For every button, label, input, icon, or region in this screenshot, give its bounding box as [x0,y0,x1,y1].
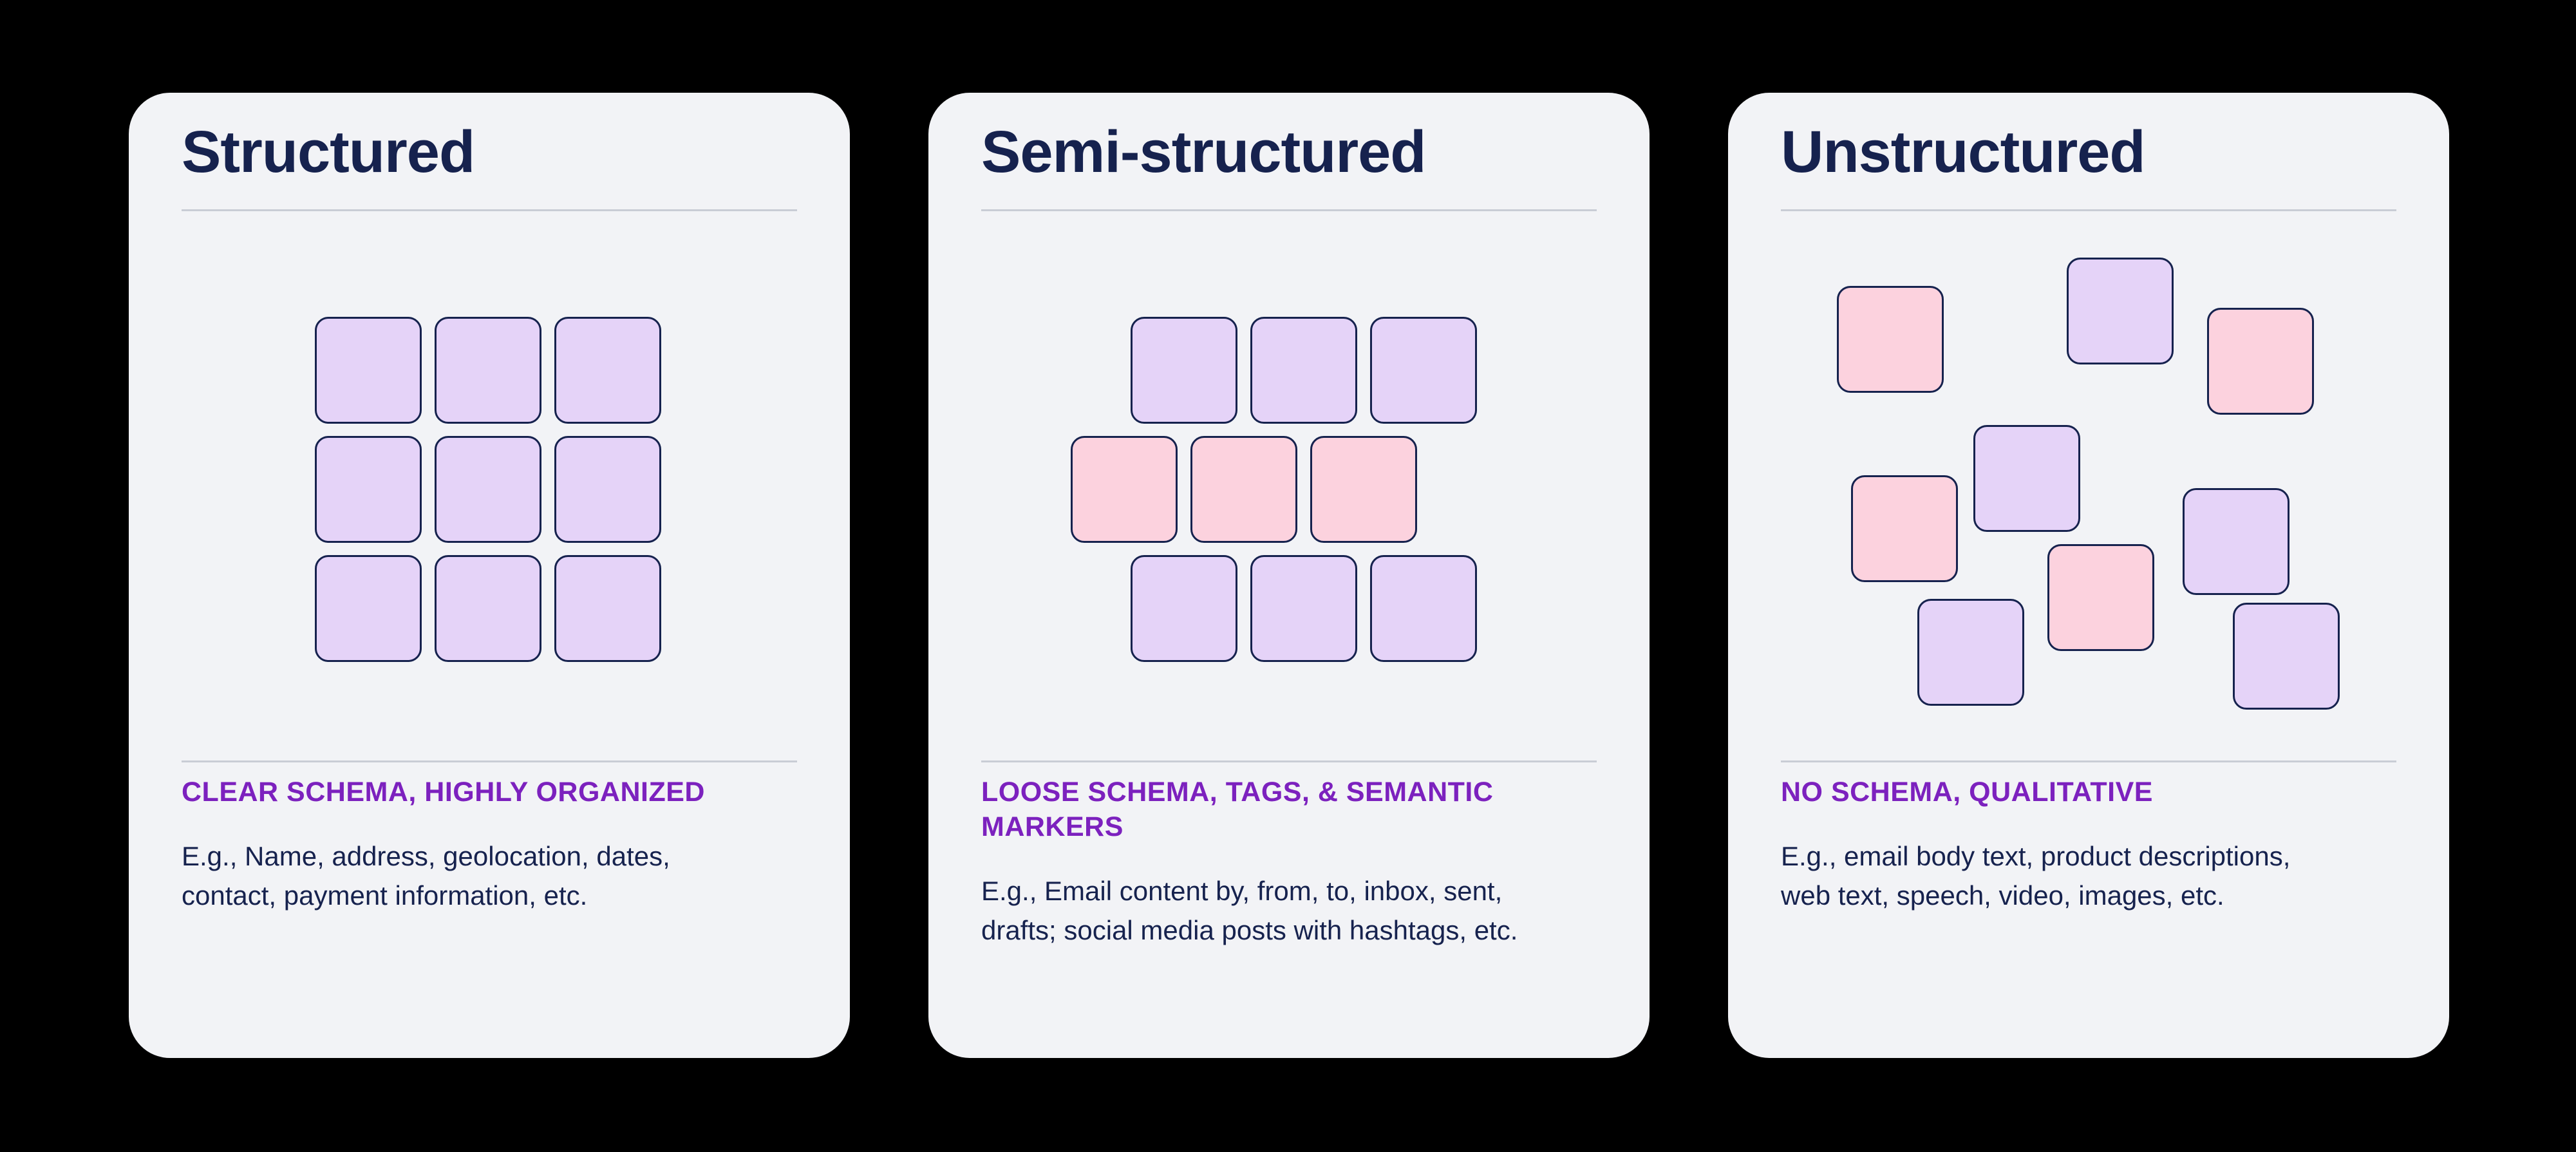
pink-data-block [1837,286,1944,393]
card-footer: NO SCHEMA, QUALITATIVE E.g., email body … [1781,775,2347,915]
purple-data-block [1973,425,2080,532]
purple-data-block [1250,555,1357,662]
pink-data-block [1310,436,1417,543]
title-divider [981,209,1597,211]
footer-divider [1781,760,2396,762]
card-footer: LOOSE SCHEMA, TAGS, & SEMANTIC MARKERS E… [981,775,1548,950]
purple-data-block [315,555,422,662]
footer-divider [981,760,1597,762]
purple-data-block [1917,599,2024,706]
purple-data-block [435,317,541,424]
card-title: Semi-structured [981,119,1427,185]
schema-subheading: CLEAR SCHEMA, HIGHLY ORGANIZED [182,777,705,807]
purple-data-block [1131,317,1237,424]
card-footer: CLEAR SCHEMA, HIGHLY ORGANIZED E.g., Nam… [182,775,748,915]
card-title: Unstructured [1781,119,2146,185]
purple-data-block [435,555,541,662]
purple-data-block [315,317,422,424]
pink-data-block [1190,436,1297,543]
purple-data-block [1250,317,1357,424]
pink-data-block [1851,475,1958,582]
examples-text: E.g., email body text, product descripti… [1781,841,2291,911]
unstructured-scatter-diagram [1728,211,2449,760]
card-structured: Structured CLEAR SCHEMA, HIGHLY ORGANIZE… [129,93,850,1058]
card-semi-structured: Semi-structured LOOSE SCHEMA, TAGS, & SE… [928,93,1650,1058]
schema-subheading: NO SCHEMA, QUALITATIVE [1781,777,2153,807]
card-unstructured: Unstructured NO SCHEMA, QUALITATIVE E.g.… [1728,93,2449,1058]
purple-data-block [1131,555,1237,662]
examples-text: E.g., Name, address, geolocation, dates,… [182,841,670,911]
footer-divider [182,760,797,762]
purple-data-block [2183,488,2289,595]
purple-data-block [554,555,661,662]
structured-grid-diagram [129,211,850,760]
purple-data-block [315,436,422,543]
semi-structured-grid-diagram [928,211,1650,760]
examples-text: E.g., Email content by, from, to, inbox,… [981,876,1518,945]
pink-data-block [1071,436,1178,543]
purple-data-block [435,436,541,543]
card-title: Structured [182,119,475,185]
pink-data-block [2207,308,2314,415]
purple-data-block [554,436,661,543]
schema-subheading: LOOSE SCHEMA, TAGS, & SEMANTIC MARKERS [981,777,1494,842]
purple-data-block [554,317,661,424]
title-divider [1781,209,2396,211]
purple-data-block [2067,258,2174,364]
title-divider [182,209,797,211]
pink-data-block [2047,544,2154,651]
purple-data-block [2233,603,2340,710]
purple-data-block [1370,555,1477,662]
purple-data-block [1370,317,1477,424]
